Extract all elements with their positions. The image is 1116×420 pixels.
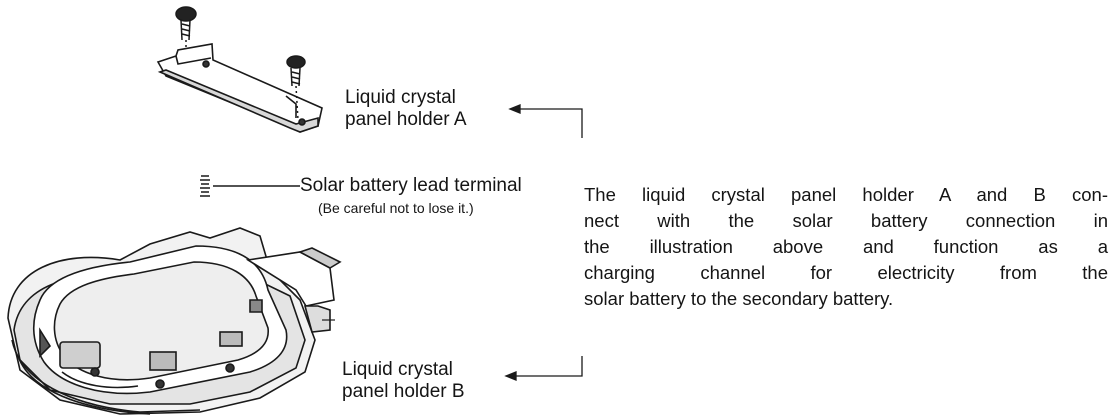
lead-terminal-icon bbox=[200, 175, 300, 197]
holder-a-plate bbox=[156, 43, 323, 133]
description-line: The liquid crystal panel holder A and B … bbox=[584, 184, 1108, 205]
screw-icon bbox=[175, 6, 197, 62]
holder-b-label-line1: Liquid crystal bbox=[342, 359, 453, 380]
terminal-label: Solar battery lead terminal bbox=[300, 175, 522, 196]
holder-b-label: Liquid crystal panel holder B bbox=[342, 359, 465, 403]
device-body bbox=[7, 227, 342, 415]
description-line: the illustration above and function as a bbox=[584, 236, 1108, 257]
description-line: nect with the solar battery connection i… bbox=[584, 210, 1108, 231]
holder-a-label: Liquid crystal panel holder A bbox=[345, 87, 467, 131]
holder-a-label-line2: panel holder A bbox=[345, 109, 467, 130]
holder-a-label-line1: Liquid crystal bbox=[345, 87, 456, 108]
connector-lines bbox=[504, 104, 583, 381]
terminal-note: (Be careful not to lose it.) bbox=[318, 200, 474, 216]
description-paragraph: The liquid crystal panel holder A and B … bbox=[584, 182, 1108, 312]
screw-icon bbox=[286, 55, 306, 121]
description-line: solar battery to the secondary battery. bbox=[584, 288, 894, 309]
description-line: charging channel for electricity from th… bbox=[584, 262, 1108, 283]
holder-b-label-line2: panel holder B bbox=[342, 381, 465, 402]
